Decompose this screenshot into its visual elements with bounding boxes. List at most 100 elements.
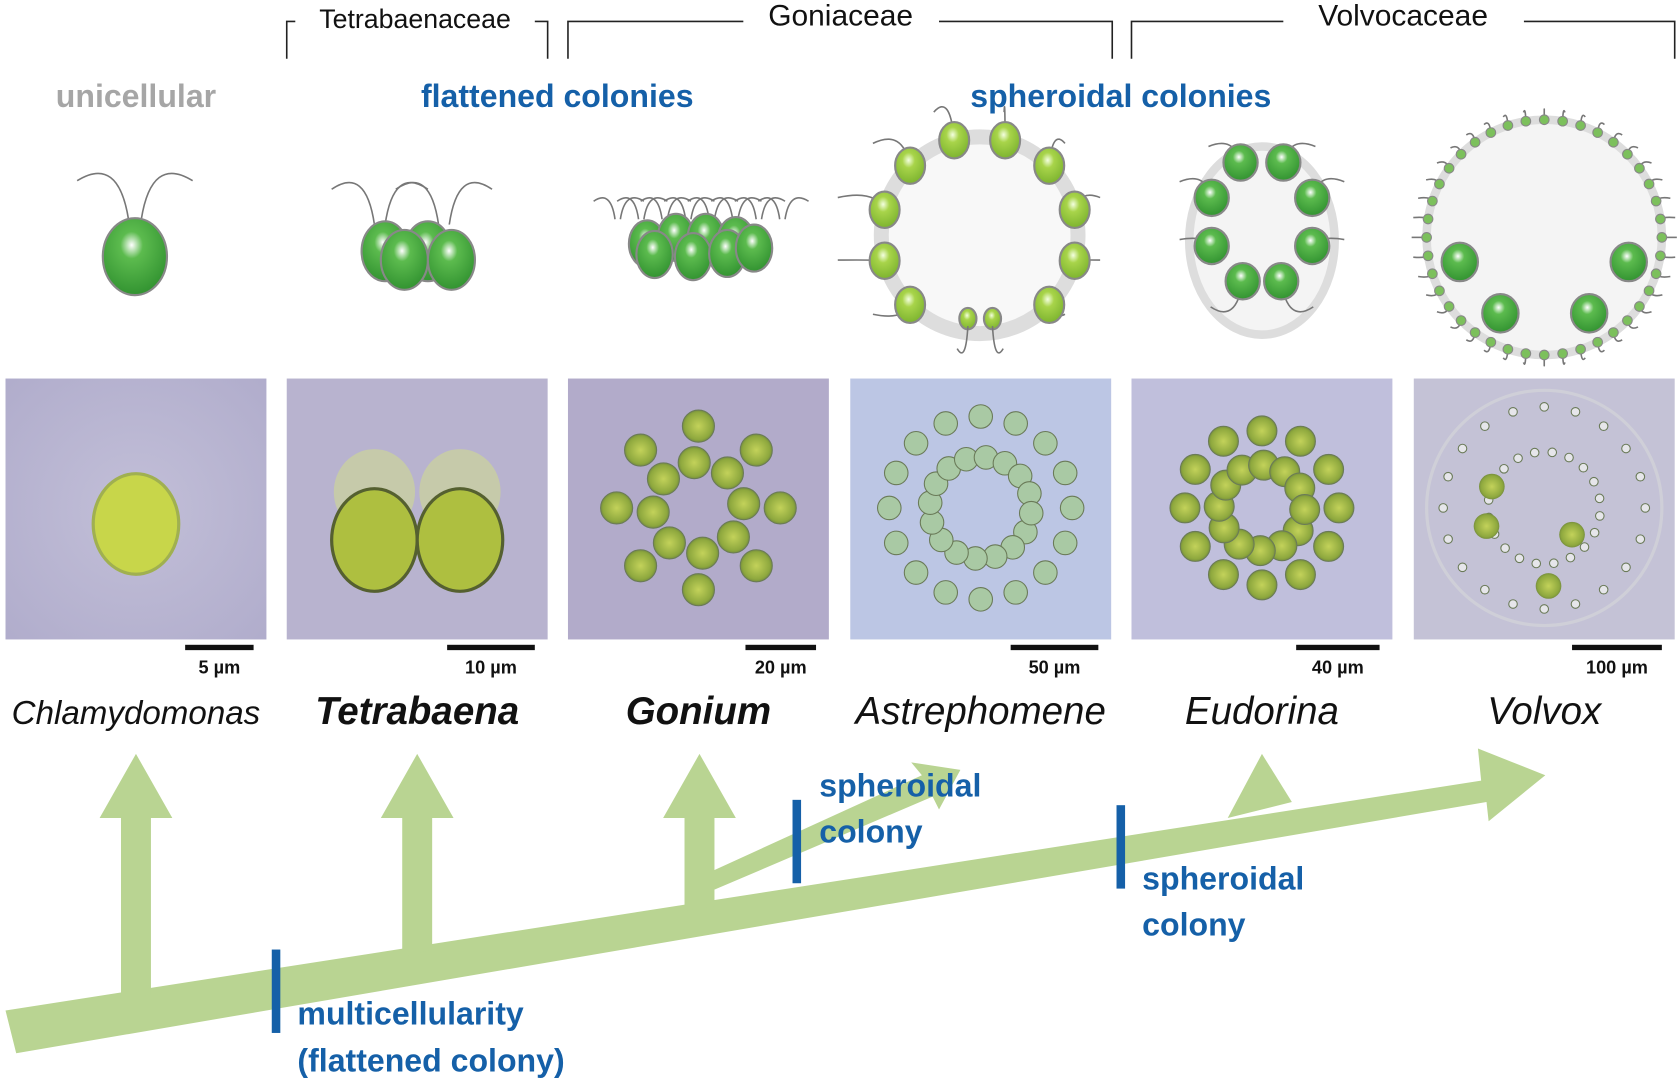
cell-icon [938,120,971,160]
cell-image [1033,560,1058,585]
event-label: multicellularity [297,995,523,1031]
cell-image [1003,580,1029,605]
cell-image [1284,425,1316,457]
cell-image [636,495,670,529]
cell-image [1579,542,1590,552]
cell-image [883,530,909,556]
cell-image [330,487,419,593]
cell-icon [894,285,927,325]
cell-image [1635,534,1646,544]
gonium-arrow [663,753,736,912]
cell-image [1578,462,1589,473]
flagellum-icon [737,197,762,220]
cell-image [1033,430,1058,456]
event-label: (flattened colony) [297,1042,564,1078]
cell-image [1179,453,1211,485]
cell-image [1480,584,1490,595]
somatic-cell-icon [1538,114,1550,126]
micrograph-astrephomene [850,378,1112,640]
somatic-cell-icon [1427,268,1438,280]
scale-label: 5 µm [198,658,240,678]
flagellum-icon [640,197,663,220]
scale-bar [1010,644,1099,651]
somatic-cell-icon [1643,178,1655,190]
cell-image [681,573,715,607]
flagellum-icon [448,181,493,225]
family-label: Volvocaceae [1318,0,1488,33]
scale-label: 40 µm [1312,658,1364,678]
somatic-cell-icon [1592,336,1603,348]
cell-image [1547,447,1558,458]
somatic-cell-icon [1608,136,1619,148]
cell-image [727,487,761,521]
somatic-cell-icon [1434,285,1445,297]
genus-label: Volvox [1487,690,1603,733]
micrograph-volvox [1413,378,1675,640]
cell-icon [635,229,674,280]
family-bracket-goniaceae [567,20,1114,59]
cell-image [1457,443,1468,454]
cell-image [1564,452,1574,463]
flagellum-icon [710,197,734,220]
flagellum-icon [395,181,440,225]
cell-image [1052,460,1078,486]
category-spheroidal: spheroidal colonies [970,78,1271,114]
cell-image [1323,492,1355,524]
cell-icon [1224,261,1261,301]
cell-image [415,487,505,593]
cell-image [716,520,750,554]
somatic-cell-icon [1622,148,1633,160]
somatic-cell-icon [1655,213,1666,225]
cell-image [1443,471,1453,482]
cell-image [686,536,720,570]
genus-label: Tetrabaena [315,690,519,733]
somatic-cell-icon [1575,120,1586,131]
astrephomene-branch-arrow [711,762,961,890]
cell-image [1565,552,1576,563]
cell-image [1621,443,1631,454]
somatic-cell-icon [1634,162,1645,174]
cell-icon [1440,241,1480,283]
flagellum-icon [663,197,687,220]
gonidium-image [1479,473,1505,500]
somatic-cell-icon [1469,136,1481,148]
somatic-cell-icon [1557,115,1568,127]
flagellum-icon [76,172,130,220]
micrograph-tetrabaena [286,378,548,640]
family-bracket-tetrabaenaceae [285,20,549,59]
cell-icon [1609,241,1648,283]
somatic-cell-icon [1455,148,1467,160]
cell-image [1003,411,1029,436]
somatic-cell-icon [1502,343,1514,355]
cell-image [652,526,686,560]
genus-label: Astrephomene [854,690,1106,733]
cell-image [1246,569,1278,601]
cell-icon [868,241,901,280]
cell-icon [1569,292,1609,334]
eudorina-arrow [1227,753,1292,819]
cell-image [1480,421,1490,431]
cell-image [739,549,773,583]
somatic-cell-icon [1443,162,1455,174]
cell-image [1207,425,1239,457]
somatic-cell-icon [1455,315,1467,326]
cell-icon [673,232,713,282]
flagellum-icon [713,197,739,220]
somatic-cell-icon [1608,327,1619,338]
cell-image [1513,453,1523,464]
cell-image [1529,447,1540,458]
cell-image [1508,599,1518,609]
scale-label: 100 µm [1586,658,1648,678]
illustrations [76,106,1677,367]
cell-image [1246,415,1278,447]
gonidium-image [1535,573,1562,599]
somatic-cell-icon [1557,348,1568,359]
category-flattened: flattened colonies [421,78,694,114]
cell-image [1531,558,1542,569]
cell-image [903,430,929,456]
cell-image [1052,530,1078,556]
cell-image [933,411,959,436]
cell-image [1621,562,1631,573]
